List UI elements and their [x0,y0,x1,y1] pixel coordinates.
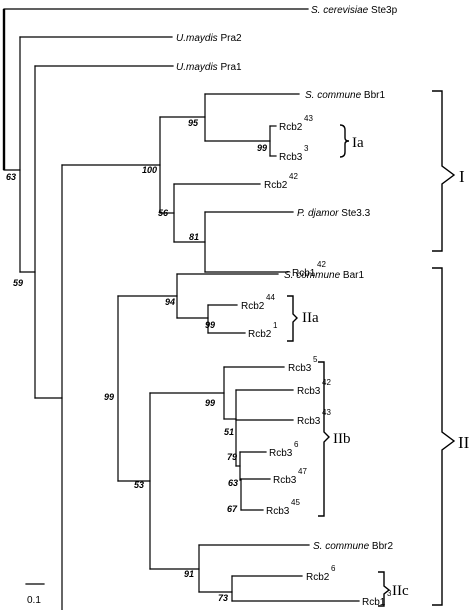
leaf-rcb3-6: Rcb3 [269,448,293,459]
clade-label-II: II [458,433,470,452]
leaf-rcb2-6: Rcb2 [306,572,330,583]
bootstrap-value: 73 [218,593,228,603]
bootstrap-value: 63 [228,478,238,488]
tree-branches [2,8,360,610]
bootstrap-value: 53 [134,480,144,490]
leaf-rcb2-42-sup: 42 [289,172,298,181]
brace-Ia [339,124,350,158]
bootstrap-value: 99 [104,392,114,402]
leaf-rcb3-43: Rcb3 [297,416,321,427]
brace-II [432,267,456,606]
leaf-labels: S. cerevisiae Ste3p U.maydis Pra2 U.mayd… [176,5,398,608]
bootstrap-value: 79 [227,452,237,462]
leaf-pra1: U.maydis Pra1 [176,62,242,73]
leaf-rcb2-43: Rcb2 [279,122,303,133]
leaf-rcb3-43-sup: 43 [322,408,331,417]
brace-IIa [287,295,298,342]
bootstrap-value: 67 [227,504,238,514]
bootstrap-value: 63 [6,172,16,182]
leaf-rcb1-42-sup: 42 [317,260,326,269]
scale-bar: 0.1 [25,583,45,606]
leaf-rcb2-44-sup: 44 [266,293,275,302]
clade-label-IIb: IIb [333,431,351,447]
bootstrap-value: 99 [205,320,215,330]
leaf-rcb2-1: Rcb2 [248,329,272,340]
leaf-rcb2-1-sup: 1 [273,321,278,330]
leaf-rcb3-5-sup: 5 [313,355,318,364]
clade-label-IIc: IIc [392,583,409,599]
leaf-rcb1-42: Rcb1 [292,268,316,279]
brace-IIb [318,361,330,517]
leaf-ste3p: S. cerevisiae Ste3p [311,5,398,16]
leaf-rcb1-3: Rcb1 [362,597,386,608]
bootstrap-value: 56 [158,208,169,218]
leaf-rcb3-3: Rcb3 [279,152,303,163]
leaf-bbr2: S. commune Bbr2 [313,541,393,552]
bootstrap-value: 94 [165,297,175,307]
leaf-rcb1-3-sup: 3 [387,589,392,598]
bootstrap-value: 91 [184,569,194,579]
leaf-rcb3-47-sup: 47 [298,467,307,476]
clade-annotations: Ia I IIa IIb II IIc [287,90,470,607]
bootstrap-value: 100 [142,165,157,175]
brace-I [432,90,456,252]
leaf-rcb2-42: Rcb2 [264,180,288,191]
leaf-rcb2-43-sup: 43 [304,114,313,123]
brace-IIc [378,571,391,607]
leaf-rcb3-42: Rcb3 [297,386,321,397]
leaf-ste3-3: P. djamor Ste3.3 [297,208,371,219]
bootstrap-value: 99 [257,143,267,153]
scale-bar-label: 0.1 [27,595,41,606]
leaf-rcb3-5: Rcb3 [288,363,312,374]
clade-label-Ia: Ia [352,135,364,151]
leaf-bbr1: S. commune Bbr1 [305,90,385,101]
bootstrap-value: 81 [189,232,199,242]
leaf-rcb3-3-sup: 3 [304,144,309,153]
bootstrap-values: 63 59 100 95 99 56 81 99 94 99 53 99 51 … [6,118,267,603]
bootstrap-value: 99 [205,398,215,408]
leaf-pra2: U.maydis Pra2 [176,33,242,44]
leaf-rcb3-45: Rcb3 [266,506,290,517]
clade-label-IIa: IIa [302,310,319,326]
leaf-rcb3-6-sup: 6 [294,440,299,449]
bootstrap-value: 59 [13,278,23,288]
leaf-rcb3-45-sup: 45 [291,498,300,507]
leaf-rcb3-42-sup: 42 [322,378,331,387]
leaf-rcb3-47: Rcb3 [273,475,297,486]
leaf-rcb2-44: Rcb2 [241,301,265,312]
bootstrap-value: 51 [224,427,234,437]
leaf-rcb2-6-sup: 6 [331,564,336,573]
bootstrap-value: 95 [188,118,199,128]
clade-label-I: I [459,167,465,186]
leaf-bar1: S. commune Bar1 [284,270,364,281]
